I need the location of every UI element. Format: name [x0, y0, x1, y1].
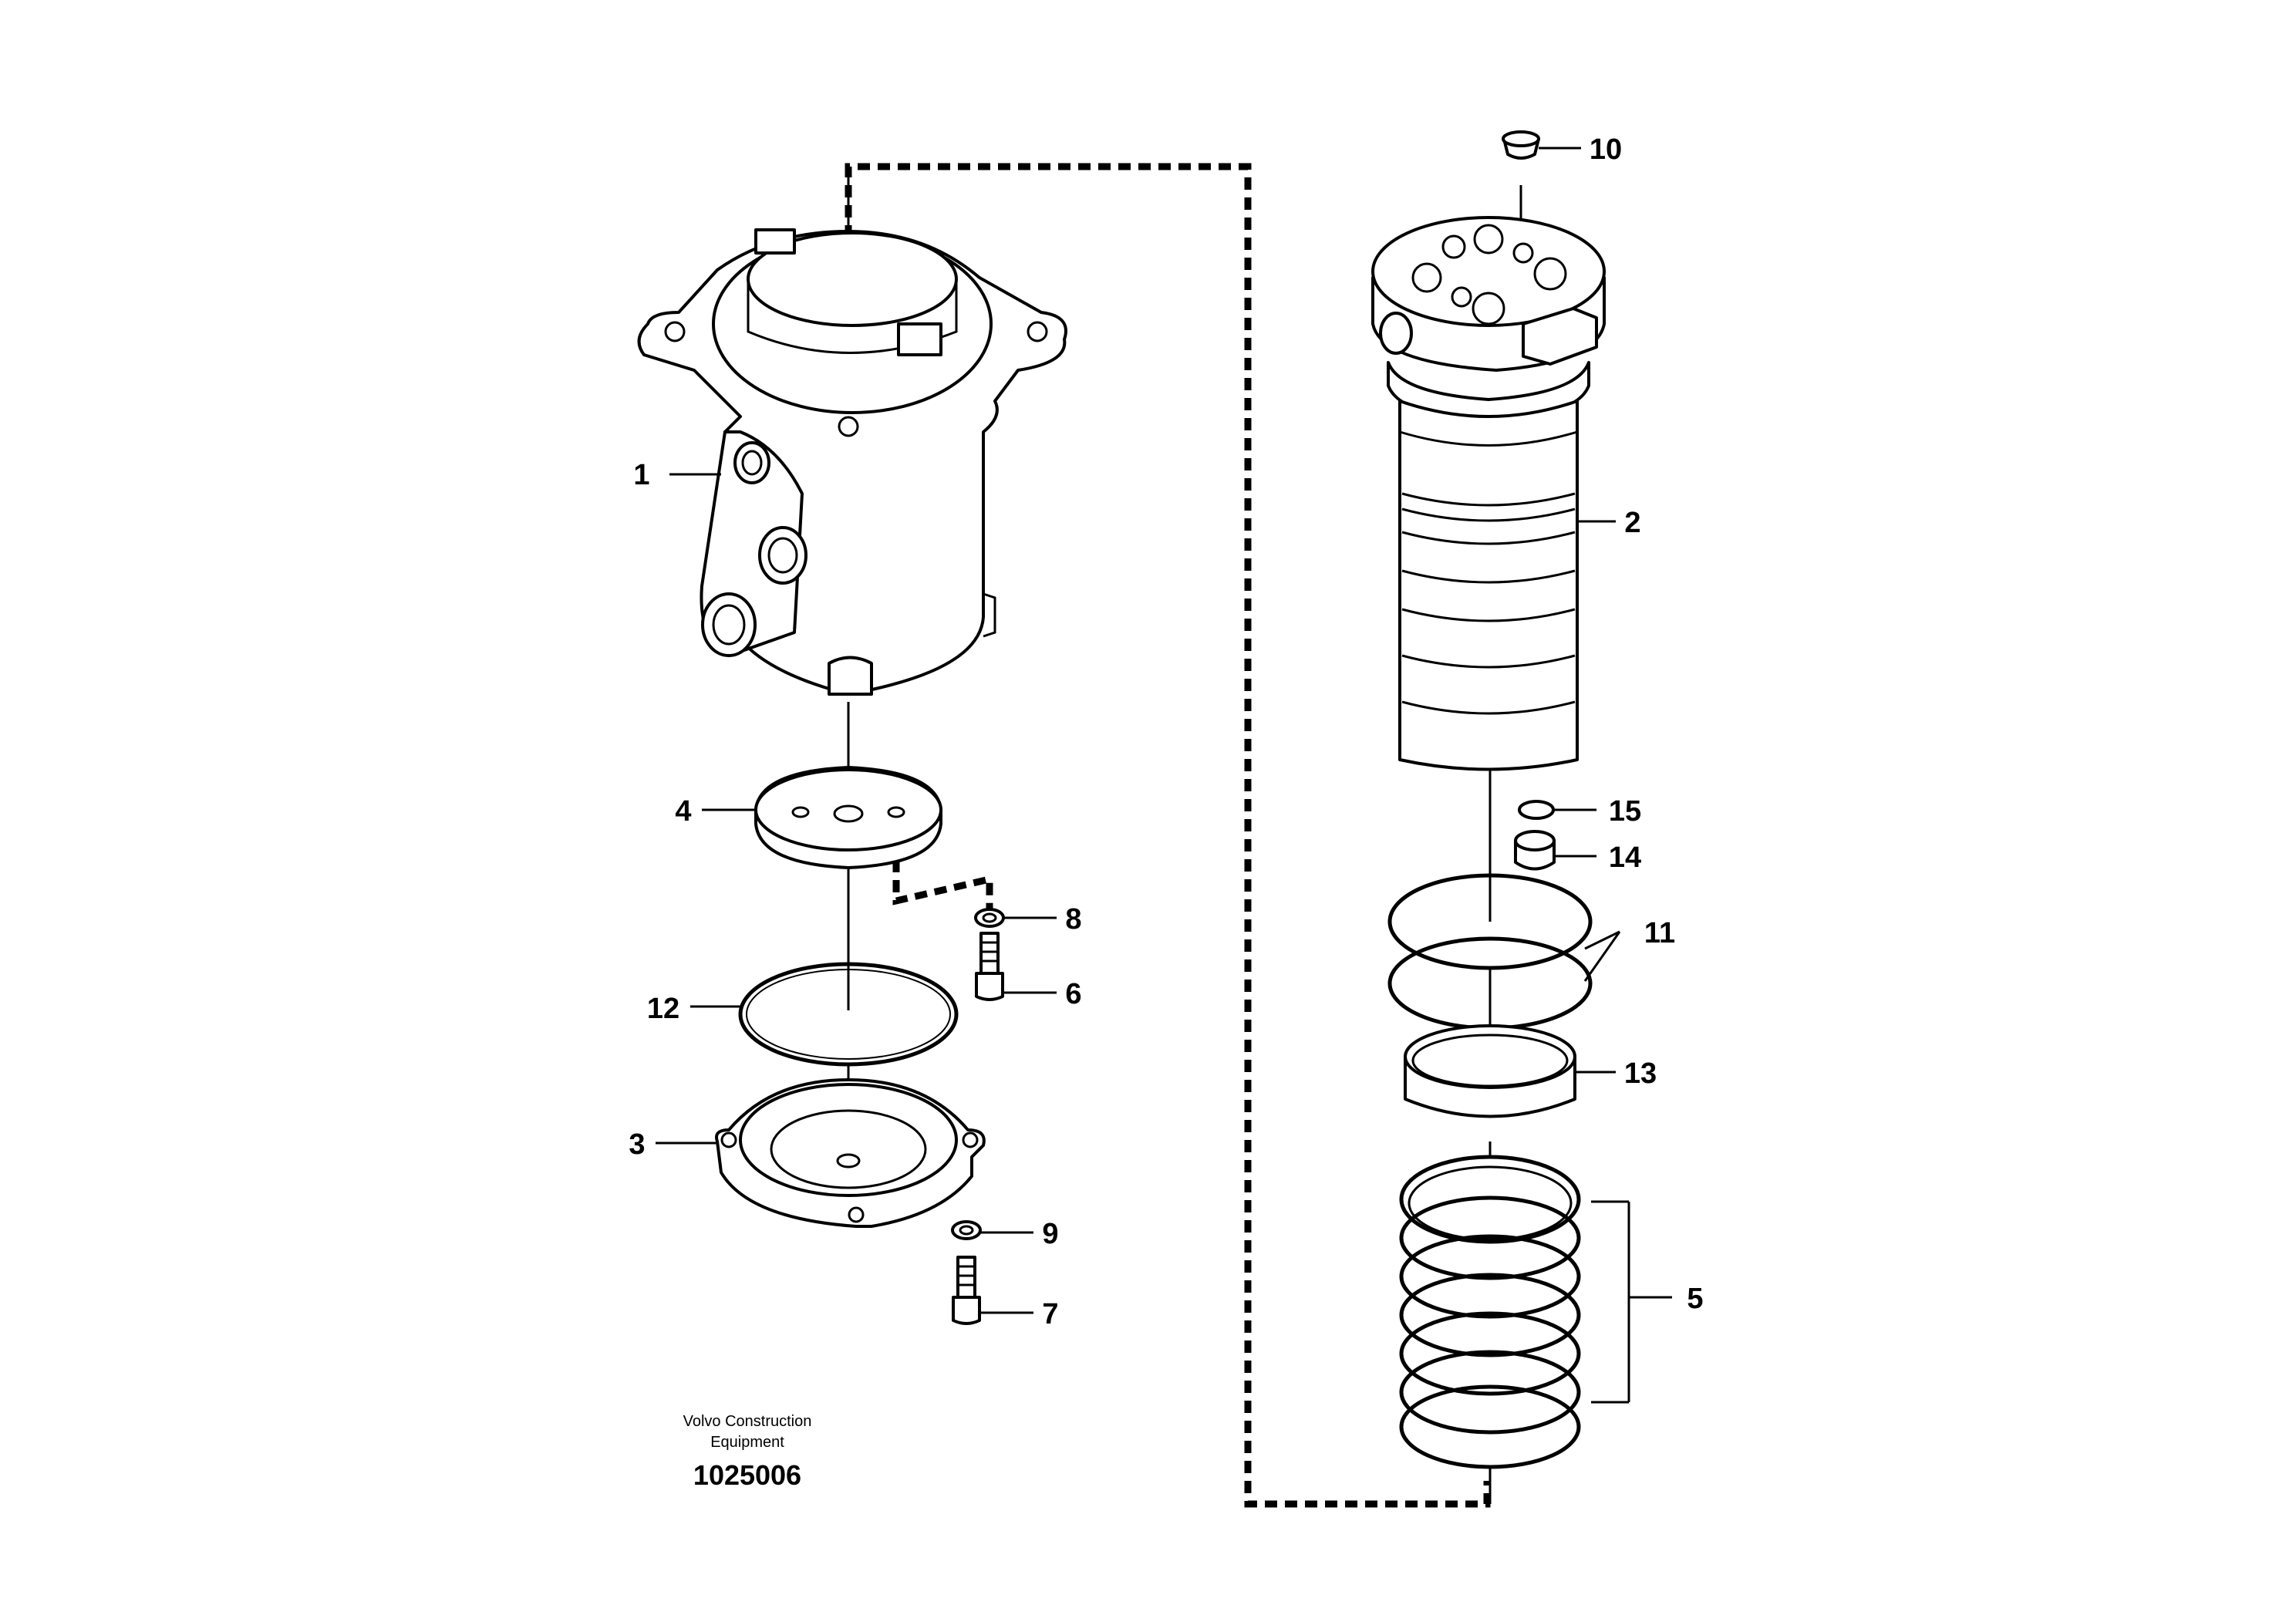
assembly-link-screws	[892, 860, 993, 910]
part-ring-11-upper	[1387, 873, 1593, 970]
part-cover	[715, 1078, 986, 1228]
callout-8: 8	[1065, 903, 1081, 936]
callout-7: 7	[1042, 1298, 1058, 1330]
part-bolt-6	[975, 932, 1004, 1001]
leader-lines	[656, 147, 1672, 1404]
callout-15: 15	[1609, 795, 1641, 828]
part-spool	[1371, 216, 1606, 771]
part-housing	[637, 228, 1067, 696]
callout-9: 9	[1042, 1218, 1058, 1250]
callout-2: 2	[1624, 507, 1640, 539]
callout-13: 13	[1624, 1057, 1657, 1090]
callout-6: 6	[1065, 978, 1081, 1010]
part-plug-10	[1502, 130, 1540, 160]
part-seal-stack-5	[1399, 1155, 1581, 1469]
part-band-13	[1404, 1024, 1576, 1118]
document-number: 1025006	[693, 1459, 801, 1491]
part-disc-plate	[754, 766, 942, 869]
credit-line-2: Equipment	[710, 1434, 784, 1451]
part-ring-15	[1518, 800, 1555, 820]
part-plug-14	[1514, 830, 1556, 871]
callout-3: 3	[629, 1128, 645, 1161]
callout-10: 10	[1590, 133, 1622, 166]
callout-14: 14	[1609, 841, 1641, 874]
part-washer-9	[951, 1220, 982, 1240]
part-washer-8	[974, 908, 1005, 928]
callout-12: 12	[647, 993, 679, 1025]
callout-11: 11	[1644, 917, 1675, 949]
part-bolt-7	[952, 1256, 981, 1325]
callout-5: 5	[1687, 1283, 1703, 1315]
callout-4: 4	[675, 795, 691, 828]
callout-1: 1	[633, 459, 649, 491]
part-o-ring-12	[738, 962, 959, 1067]
credit-line-1: Volvo Construction	[683, 1413, 812, 1430]
